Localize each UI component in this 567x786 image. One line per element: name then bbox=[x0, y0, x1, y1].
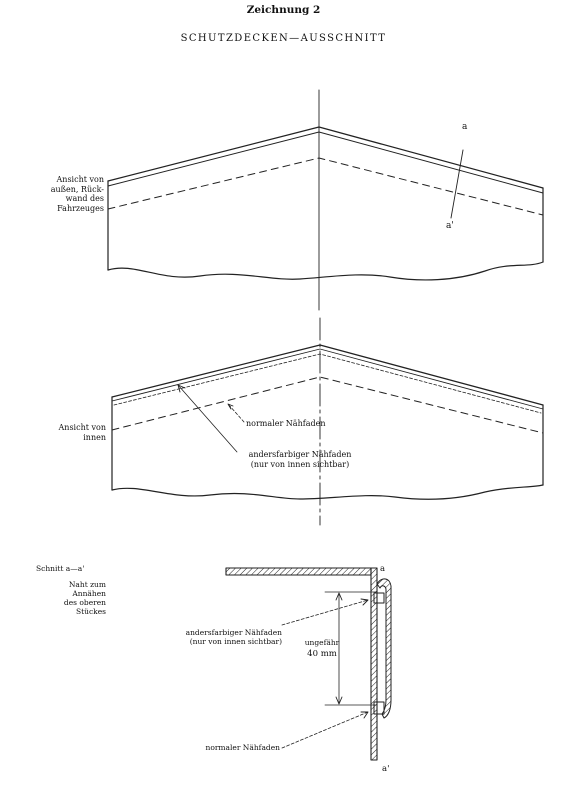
top-material-horizontal bbox=[225, 567, 372, 576]
section-title: Schnitt a—a' bbox=[36, 564, 85, 573]
arrow-head bbox=[177, 384, 186, 393]
section-mark-a-prime: a' bbox=[382, 764, 390, 774]
upper-stitch bbox=[373, 592, 385, 604]
section-other-thread-label: andersfarbiger Nähfaden (nur von innen s… bbox=[185, 628, 282, 646]
leader-other-thread bbox=[281, 599, 369, 626]
leader-normal-thread bbox=[227, 403, 245, 423]
arrow-head bbox=[227, 403, 234, 410]
panel-torn-bottom bbox=[111, 484, 544, 500]
seam-dashed-line bbox=[107, 157, 544, 216]
panel-top-inner-edge bbox=[107, 131, 544, 194]
vertical-material bbox=[370, 567, 378, 761]
panel-top-edge bbox=[107, 126, 544, 189]
section-mark-a: a bbox=[462, 122, 468, 132]
seam-stitch-line bbox=[113, 353, 542, 414]
arrow-head bbox=[360, 711, 369, 719]
arrow-head bbox=[360, 598, 369, 606]
section-view bbox=[225, 567, 392, 761]
leader-normal-thread bbox=[281, 711, 369, 749]
drawing-title: SCHUTZDECKEN—AUSSCHNITT bbox=[180, 33, 387, 44]
inside-view-panel bbox=[111, 317, 544, 526]
panel-torn-bottom bbox=[107, 261, 544, 281]
panel-top-edge bbox=[111, 344, 544, 406]
lower-stitch bbox=[373, 701, 385, 715]
dimension-arrow-bottom bbox=[335, 696, 343, 705]
section-line-a bbox=[450, 149, 464, 219]
other-thread-label: andersfarbiger Nähfaden (nur von innen s… bbox=[248, 450, 352, 469]
dimension-arrow-top bbox=[335, 592, 343, 601]
section-mark-a-prime: a' bbox=[446, 221, 454, 231]
section-mark-a: a bbox=[380, 564, 386, 574]
panel-top-inner-edge bbox=[111, 348, 544, 410]
outside-view-label: Ansicht von außen, Rück- wand des Fahrze… bbox=[50, 175, 104, 213]
dimension-label: ungefähr 40 mm bbox=[304, 638, 340, 659]
leader-other-thread bbox=[177, 384, 238, 453]
outside-view-panel bbox=[107, 89, 544, 311]
inside-view-label: Ansicht von innen bbox=[58, 423, 106, 442]
seam-note: Naht zum Annähen des oberen Stückes bbox=[63, 580, 106, 616]
section-normal-thread-label: normaler Nähfaden bbox=[205, 743, 280, 752]
normal-thread-label: normaler Nähfaden bbox=[246, 419, 326, 428]
seam-dashed-line bbox=[111, 376, 544, 434]
drawing-number: Zeichnung 2 bbox=[246, 4, 321, 16]
